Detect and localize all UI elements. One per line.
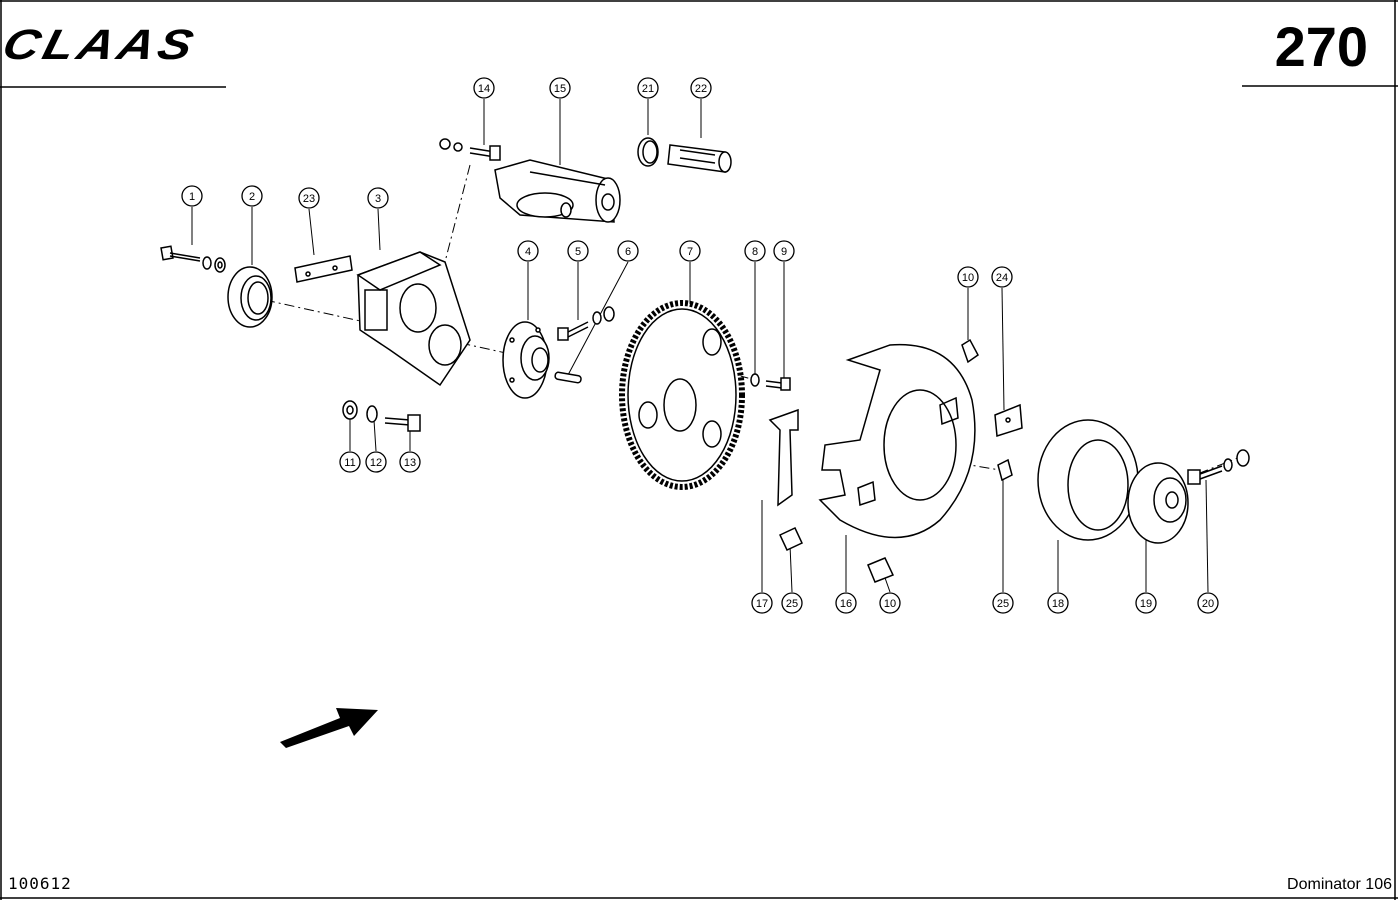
- part-clip-21: [637, 137, 659, 167]
- part-bolt-9: [765, 377, 791, 391]
- callout-numbers: 1 2 23 3 14 15 21 22 4 5 6 7 8 9 10 24 1…: [189, 83, 1214, 610]
- part-seal-flange-2: [227, 266, 273, 328]
- part-ring-18: [1037, 419, 1139, 541]
- part-bracket-17: [768, 408, 799, 507]
- part-bolt-1: [160, 245, 226, 273]
- part-bolt-13: [384, 414, 421, 432]
- callout-19: 19: [1140, 598, 1152, 610]
- callout-21: 21: [642, 83, 654, 95]
- callout-16: 16: [840, 598, 852, 610]
- part-cover-16: [818, 343, 976, 539]
- callout-4: 4: [525, 246, 531, 258]
- callout-1: 1: [189, 191, 195, 203]
- callout-2: 2: [249, 191, 255, 203]
- callout-20: 20: [1202, 598, 1214, 610]
- callout-10-bottom: 10: [884, 598, 896, 610]
- direction-arrow: [280, 708, 378, 748]
- callout-25-left: 25: [786, 598, 798, 610]
- callout-25-right: 25: [997, 598, 1009, 610]
- callout-23: 23: [303, 193, 315, 205]
- page-number: 270: [1274, 15, 1368, 78]
- part-clip-10-top: [961, 338, 979, 364]
- callout-13: 13: [404, 457, 416, 469]
- callout-10-top: 10: [962, 272, 974, 284]
- model-name: Dominator 106: [1287, 876, 1392, 893]
- part-clip-25-right: [997, 458, 1013, 482]
- callout-9: 9: [781, 246, 787, 258]
- callout-18: 18: [1052, 598, 1064, 610]
- part-bolt-5: [557, 306, 615, 341]
- part-flange-4: [502, 321, 550, 399]
- callout-bubbles: [181, 77, 1219, 614]
- part-plate-23: [294, 255, 353, 283]
- callout-22: 22: [695, 83, 707, 95]
- part-starter-15: [494, 159, 621, 223]
- callout-8: 8: [752, 246, 758, 258]
- part-clip-10-bottom: [867, 557, 895, 583]
- part-washer-12: [366, 405, 378, 423]
- callout-11: 11: [344, 457, 355, 469]
- callout-3: 3: [375, 193, 381, 205]
- drawing-number: 100612: [8, 874, 72, 893]
- part-housing-3: [356, 251, 471, 387]
- callout-7: 7: [687, 246, 693, 258]
- part-hub-19: [1127, 462, 1189, 544]
- callout-24: 24: [996, 272, 1008, 284]
- part-ring-gear-7: [619, 300, 745, 490]
- callout-6: 6: [625, 246, 631, 258]
- callout-15: 15: [554, 83, 566, 95]
- part-clip-25-left: [779, 527, 803, 551]
- callout-12: 12: [370, 457, 382, 469]
- callout-14: 14: [478, 83, 490, 95]
- part-bolt-14: [439, 138, 501, 161]
- callout-5: 5: [575, 246, 581, 258]
- part-bolt-20: [1187, 449, 1250, 485]
- part-plate-24: [994, 403, 1023, 437]
- part-nut-11: [342, 400, 358, 420]
- callout-17: 17: [756, 598, 768, 610]
- part-pin-6: [554, 371, 582, 384]
- part-sleeve-22: [667, 144, 732, 173]
- part-washer-8: [750, 373, 760, 387]
